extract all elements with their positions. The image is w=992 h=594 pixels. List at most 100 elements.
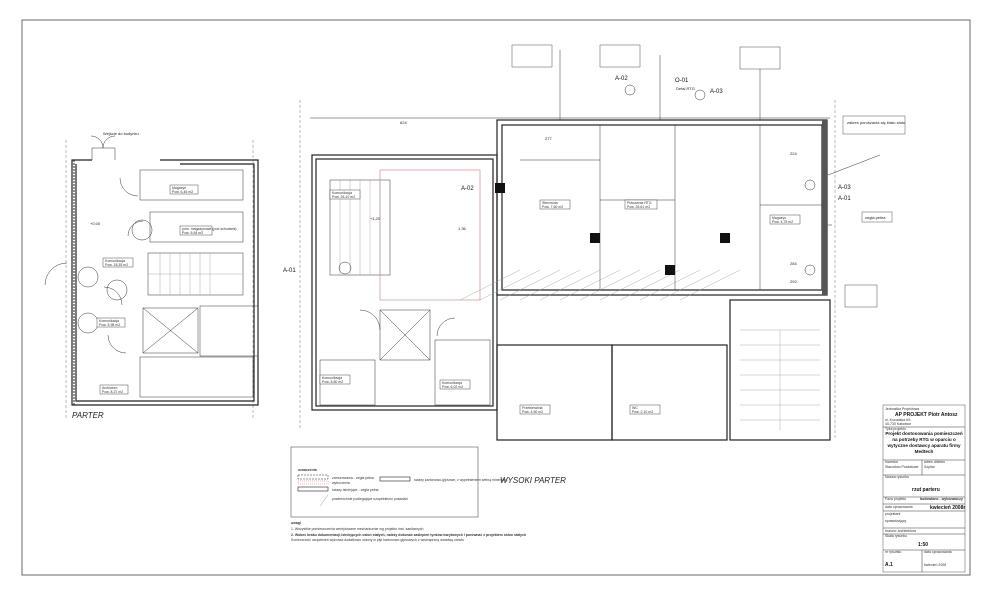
drawing-text: Pow. 6,02 m2 [442, 385, 463, 389]
drawing-text: Komunikacja [322, 376, 342, 380]
drawing-text: kwiecień 2008r [930, 505, 965, 511]
drawing-text: budowlano - wykonawczy [920, 497, 963, 501]
drawing-text: Pow. 18,35 m2 [105, 263, 128, 267]
drawing-text: Pow. 26,10 m2 [332, 195, 355, 199]
drawing-text: Konieczność uzupełnień wykonać dodatkowo… [291, 538, 464, 542]
sheet-frame [21, 19, 971, 576]
drawing-text: Pow. 4,50 m2 [522, 410, 543, 414]
drawing-text: Magazyn [772, 216, 786, 220]
drawing-text: pom. magazynowe (pod schodami) [182, 227, 236, 231]
project-title: Projekt dostosowania pomieszczeń na potr… [885, 431, 963, 454]
section-tag: A-02 [615, 76, 628, 82]
material-tag [739, 46, 781, 70]
drawing-text: Pow. 26,61 m2 [627, 205, 650, 209]
drawing-text: data opracowania [924, 550, 952, 554]
drawing-text: cegła pełna [865, 215, 886, 220]
wysoki-parter-label: WYSOKI PARTER [500, 476, 566, 485]
drawing-text: uwagi [291, 521, 301, 525]
level-mark: +0,00 [90, 221, 101, 226]
drawing-text: 1. Wszystkie pomieszczenia wentylowane m… [291, 527, 424, 531]
drawing-text: Przebieralnia [522, 406, 542, 410]
drawing-text: AP PROJEKT Piotr Antosz [895, 412, 958, 418]
level-mark: +1,20 [370, 216, 381, 221]
drawing-text: zakres poruszania się blatu stołu [847, 120, 905, 125]
dimension: 224 [790, 151, 797, 156]
section-tag: A-03 [838, 185, 851, 191]
drawing-text: Archiwum [102, 386, 117, 390]
dimension: 284 [790, 261, 797, 266]
section-tag: A-03 [710, 89, 723, 95]
drawing-text: 2. Wobec braku dokumentacji istniejących… [291, 533, 526, 537]
material-tag [511, 44, 553, 68]
drawing-text: Tytuł projektu [885, 427, 906, 431]
drawing-text: Pow. 5,98 m2 [99, 323, 120, 327]
dimension: 277 [545, 136, 552, 141]
entrance-label: Wejście do budynku [103, 131, 139, 136]
drawing-text: Pow. 8,37 m2 [102, 390, 123, 394]
drawing-text: Skala rysunku [885, 534, 907, 538]
plan-parter [44, 135, 259, 420]
drawing-text: WC [632, 406, 638, 410]
drawing-text: kwiecień 2008 [924, 563, 946, 567]
material-tag [599, 44, 641, 68]
drawing-text: Pow. 7,60 m2 [542, 205, 563, 209]
drawing-text: projektant [885, 512, 900, 516]
drawing-text: Pow. 4,75 m2 [772, 220, 793, 224]
drawing-text: A.1 [885, 562, 893, 568]
drawing-text: Pracownia RTG [627, 201, 652, 205]
drawing-text: Jednostka Projektowa [885, 407, 919, 411]
drawing-text: 40-730 Katowice [885, 422, 911, 426]
drawing-text: wyburzenia [332, 481, 350, 485]
drawing-text: Komunikacja [442, 381, 462, 385]
dimension: 624 [400, 120, 407, 125]
drawing-text: Pow. 5,54 m2 [182, 231, 203, 235]
notes: uwagi 1. Wszystkie pomieszczenia wentylo… [291, 521, 526, 542]
drawing-text: Pow. 8,80 m2 [322, 380, 343, 384]
drawing-text: branża: architektura [885, 529, 916, 533]
drawing-text: Starostwo Powiatowe [885, 465, 919, 469]
dimension: 292 [790, 279, 797, 284]
section-tag: A-01 [283, 268, 296, 274]
table-range-callout: zakres poruszania się blatu stołu [842, 115, 906, 135]
brick-callout: cegła pełna [861, 211, 893, 223]
room-tag: pom. magazynowe (pod schodami)Pow. 5,54 … [179, 225, 236, 236]
drawing-text: zamurowania - cegła pełna [332, 476, 374, 480]
drawing-text: oznaczenia [298, 468, 317, 472]
drawing-text: adres obiektu [924, 460, 945, 464]
drawing-text: Pow. 2,10 m2 [632, 410, 653, 414]
plan-wysoki-parter [299, 50, 881, 441]
dimension: 1.36 [458, 226, 467, 231]
drawing-text: sprawdzający [885, 519, 906, 523]
drawing-text: Komunikacja [105, 259, 125, 263]
drawing-text: rzut parteru [912, 487, 940, 493]
detail-sub: Detal RTG [676, 86, 695, 91]
material-tag [844, 284, 878, 308]
drawing-text: data opracowania [885, 505, 913, 509]
detail-tag: O-01 [675, 78, 689, 84]
drawing-text: Pow. 6,45 m2 [172, 190, 193, 194]
drawing-text: Sterownia [542, 201, 558, 205]
section-tag: A-02 [461, 186, 474, 192]
section-tag: A-01 [838, 196, 851, 202]
drawing-text: nr rysunku [885, 550, 901, 554]
drawing-text: 1:50 [918, 542, 928, 548]
drawing-text: Faza projektu [885, 497, 906, 501]
drawing-text: Komunikacja [99, 319, 119, 323]
drawing-text: Magazyn [172, 186, 186, 190]
drawing-text: Inwestor [885, 460, 899, 464]
title-block: Jednostka Projektowa AP PROJEKT Piotr An… [882, 404, 965, 573]
drawing-text: powierzchnie podlegające uzupełnieniu po… [332, 497, 408, 501]
drawing-text: Szpital [924, 465, 935, 469]
